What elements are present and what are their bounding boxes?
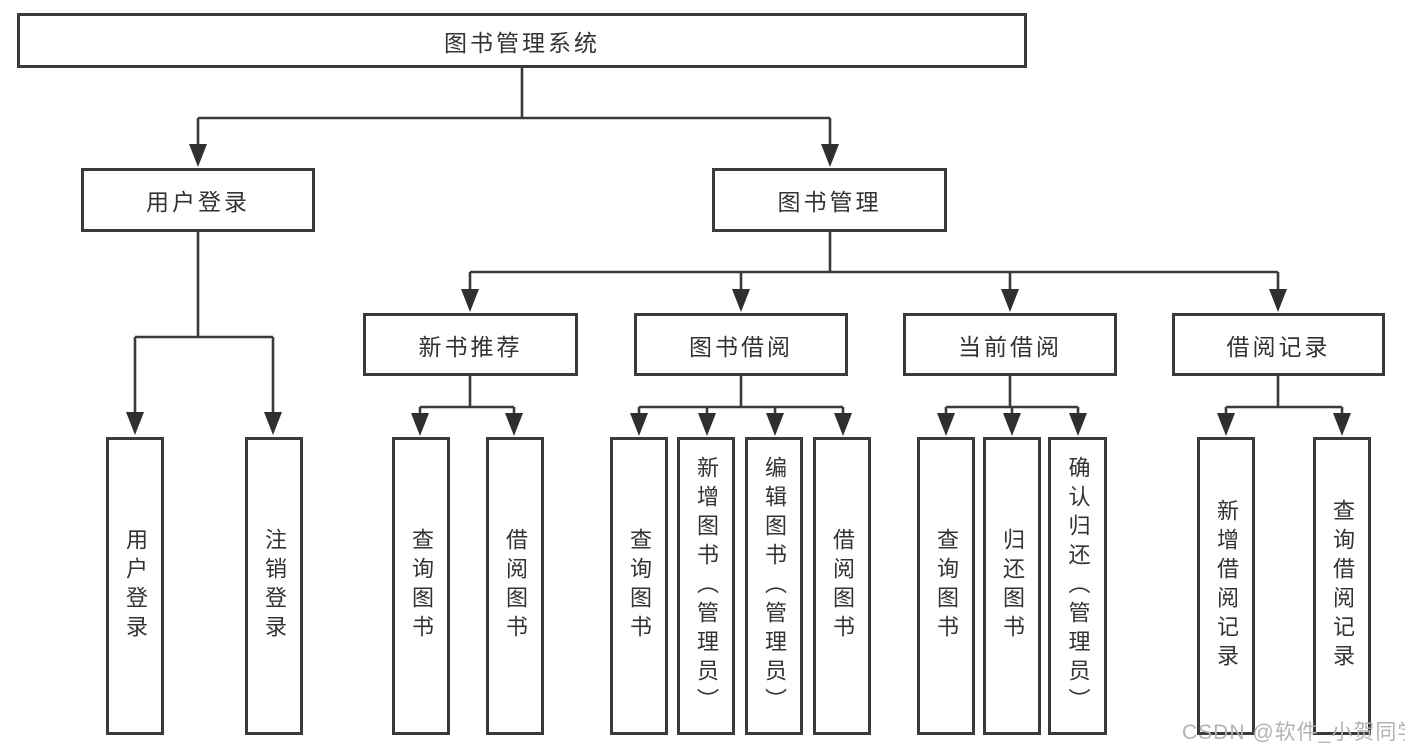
node-book-management: 图书管理 (712, 168, 947, 232)
leaf-borrow-books-2: 借阅图书 (813, 437, 871, 735)
arrowhead-down-icon (937, 413, 955, 436)
leaf-add-books-admin-label: 新增图书（管理员） (694, 455, 719, 717)
leaf-query-borrow-record: 查询借阅记录 (1313, 437, 1371, 735)
node-book-borrowing-label: 图书借阅 (689, 333, 793, 360)
connector-borrow-records-to-leaves (1217, 376, 1351, 436)
leaf-borrow-books-1: 借阅图书 (486, 437, 544, 735)
leaf-logout-label: 注销登录 (262, 528, 287, 644)
arrowhead-down-icon (461, 289, 479, 312)
arrowhead-down-icon (1069, 413, 1087, 436)
arrowhead-down-icon (1217, 413, 1235, 436)
arrowhead-down-icon (189, 144, 207, 167)
node-user-login-label: 用户登录 (146, 189, 250, 215)
node-borrow-records: 借阅记录 (1172, 313, 1385, 376)
leaf-confirm-return-admin: 确认归还（管理员） (1048, 437, 1107, 735)
leaf-query-books-3-label: 查询图书 (934, 528, 959, 644)
arrowhead-down-icon (264, 412, 282, 435)
leaf-return-books: 归还图书 (983, 437, 1041, 735)
leaf-query-books-3: 查询图书 (917, 437, 975, 735)
arrowhead-down-icon (630, 413, 648, 436)
leaf-confirm-return-admin-label: 确认归还（管理员） (1065, 455, 1091, 717)
node-book-borrowing: 图书借阅 (634, 313, 848, 376)
leaf-user-login-label: 用户登录 (123, 528, 148, 644)
connector-book-borrow-to-leaves (630, 376, 852, 436)
node-borrow-records-label: 借阅记录 (1226, 333, 1331, 360)
arrowhead-down-icon (1001, 289, 1019, 312)
node-current-borrowing-label: 当前借阅 (958, 333, 1062, 360)
node-book-management-label: 图书管理 (777, 189, 882, 215)
connector-new-books-to-leaves (411, 376, 523, 436)
connector-user-login-to-leaves (126, 232, 282, 435)
arrowhead-down-icon (126, 412, 144, 435)
connector-line (418, 376, 516, 415)
node-root-label: 图书管理系统 (444, 29, 600, 56)
leaf-return-books-label: 归还图书 (1000, 528, 1025, 644)
connector-current-borrow-to-leaves (937, 376, 1087, 436)
leaf-add-books-admin: 新增图书（管理员） (677, 437, 735, 735)
arrowhead-down-icon (732, 289, 750, 312)
leaf-borrow-books-2-label: 借阅图书 (830, 528, 855, 644)
arrowhead-down-icon (1269, 289, 1287, 312)
leaf-add-borrow-record: 新增借阅记录 (1197, 437, 1255, 735)
connector-line (133, 232, 275, 414)
connector-book-mgmt-to-level3 (461, 232, 1287, 312)
arrowhead-down-icon (1003, 413, 1021, 436)
leaf-query-books-2-label: 查询图书 (627, 528, 652, 644)
node-new-book-recommend-label: 新书推荐 (418, 333, 523, 360)
arrowhead-down-icon (1333, 413, 1351, 436)
connector-line (944, 376, 1080, 415)
node-new-book-recommend: 新书推荐 (363, 313, 578, 376)
leaf-query-borrow-record-label: 查询借阅记录 (1330, 499, 1355, 673)
connector-line (468, 232, 1280, 290)
arrowhead-down-icon (698, 413, 716, 436)
arrowhead-down-icon (834, 413, 852, 436)
leaf-logout: 注销登录 (245, 437, 303, 735)
leaf-borrow-books-1-label: 借阅图书 (503, 528, 528, 644)
leaf-user-login: 用户登录 (106, 437, 164, 735)
leaf-edit-books-admin-label: 编辑图书（管理员） (762, 455, 787, 717)
connector-line (196, 68, 832, 146)
connector-line (1224, 376, 1344, 415)
node-root: 图书管理系统 (17, 13, 1027, 68)
leaf-query-books-1-label: 查询图书 (409, 528, 434, 644)
leaf-query-books-1: 查询图书 (392, 437, 450, 735)
connector-root-to-level2 (189, 68, 839, 167)
arrowhead-down-icon (821, 144, 839, 167)
csdn-watermark: CSDN @软件_小贺同学 (1182, 721, 1405, 744)
leaf-edit-books-admin: 编辑图书（管理员） (745, 437, 803, 735)
arrowhead-down-icon (411, 413, 429, 436)
arrowhead-down-icon (766, 413, 784, 436)
arrowhead-down-icon (505, 413, 523, 436)
node-current-borrowing: 当前借阅 (903, 313, 1117, 376)
leaf-add-borrow-record-label: 新增借阅记录 (1214, 499, 1239, 673)
node-user-login: 用户登录 (81, 168, 315, 232)
connector-line (637, 376, 845, 415)
leaf-query-books-2: 查询图书 (610, 437, 668, 735)
